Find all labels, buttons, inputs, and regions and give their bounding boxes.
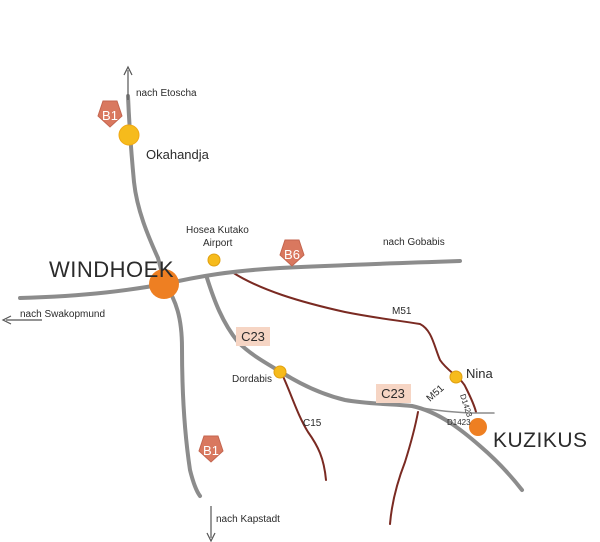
c15-label: C15	[303, 418, 322, 429]
c23-lower-label: C23	[381, 386, 405, 401]
b1-north-shield-label: B1	[102, 108, 118, 123]
c23-upper-label: C23	[241, 329, 265, 344]
d1423-road	[411, 405, 495, 414]
airport-label-line2: Airport	[203, 238, 233, 249]
b1-north-shield-icon: B1	[97, 100, 123, 128]
direction-gobabis: nach Gobabis	[383, 237, 445, 248]
b1-south-shield-icon: B1	[198, 435, 224, 463]
d1423-horizontal-label: D1423	[447, 418, 471, 427]
airport-marker	[207, 253, 221, 267]
c15-road	[281, 373, 327, 481]
nina-marker	[449, 370, 463, 384]
b1-north-road	[126, 94, 167, 286]
direction-kapstadt: nach Kapstadt	[216, 514, 280, 525]
b6-shield-icon: B6	[279, 239, 305, 267]
nina-label: Nina	[466, 366, 494, 381]
arrow-etoscha-icon	[123, 65, 133, 100]
dordabis-marker	[273, 365, 287, 379]
direction-etoscha: nach Etoscha	[136, 88, 197, 99]
kuzikus-marker	[469, 418, 487, 436]
arrow-kapstadt-icon	[206, 506, 216, 542]
b6-shield-label: B6	[284, 247, 300, 262]
okahandja-label: Okahandja	[146, 147, 210, 162]
m51-road	[231, 271, 477, 413]
c23-lower-badge: C23	[376, 384, 411, 403]
d1423-vertical-label: D1423	[458, 393, 474, 419]
direction-swakopmund: nach Swakopmund	[20, 309, 105, 320]
south-minor-road	[389, 411, 419, 525]
b1-south-road	[163, 282, 202, 498]
kuzikus-label: KUZIKUS	[493, 429, 588, 452]
windhoek-marker	[149, 269, 179, 299]
windhoek-label: WINDHOEK	[49, 257, 174, 282]
b1-south-shield-label: B1	[203, 443, 219, 458]
arrow-swakopmund-icon	[1, 315, 42, 325]
m51-upper-label: M51	[392, 306, 412, 317]
c23-upper-badge: C23	[236, 327, 270, 346]
dordabis-label: Dordabis	[232, 374, 272, 385]
airport-label-line1: Hosea Kutako	[186, 225, 249, 236]
m51-lower-label: M51	[425, 383, 447, 404]
okahandja-marker	[118, 124, 140, 146]
b6-road	[163, 259, 462, 286]
west-road	[18, 282, 167, 300]
